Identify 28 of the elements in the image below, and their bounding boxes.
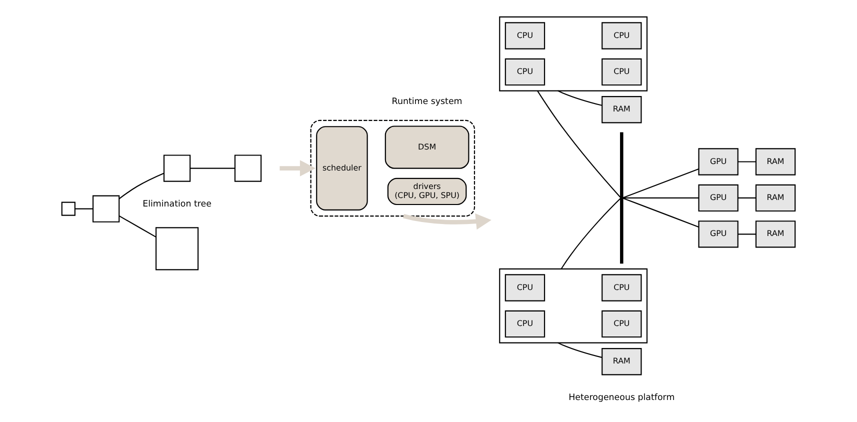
label: Heterogeneous platform: [568, 393, 675, 404]
connector: [560, 198, 621, 270]
connector: [75, 208, 93, 210]
label: Runtime system: [392, 96, 462, 107]
connector: [738, 197, 756, 198]
node-box: [234, 154, 262, 182]
connector: [738, 161, 756, 162]
label: Elimination tree: [142, 200, 212, 210]
connector: [623, 197, 699, 198]
cluster: [499, 16, 648, 92]
connector: [537, 90, 621, 198]
node-box: [61, 202, 76, 216]
connector: [622, 198, 699, 228]
connector: [118, 172, 164, 200]
node-box: [156, 227, 199, 270]
arrow: [280, 160, 316, 176]
cluster: [310, 120, 476, 217]
connector: [622, 168, 699, 198]
connector: [558, 342, 602, 358]
cluster: [499, 268, 648, 344]
arrow: [402, 213, 492, 230]
node-bar: [620, 132, 624, 264]
connector: [118, 215, 156, 238]
connector: [190, 168, 235, 169]
node-box: [163, 154, 191, 182]
node-box: [92, 195, 120, 222]
connector: [558, 90, 602, 106]
connector: [738, 234, 756, 235]
